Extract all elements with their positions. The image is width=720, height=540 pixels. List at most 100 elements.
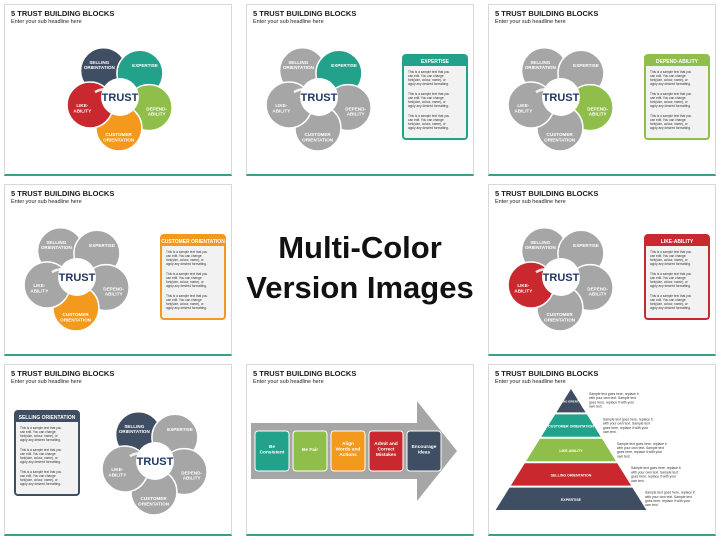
trust-center [136,442,174,480]
slide-subtitle: Enter your sub headline here [495,19,566,25]
pyramid-level [556,389,586,413]
info-panel-header [161,235,225,246]
info-panel-title: SELLING ORIENTATION [19,415,76,421]
petal-label: DEPEND-ABILITY [587,106,608,116]
pyramid-level [510,463,632,486]
slide-thumb-3[interactable]: 5 TRUST BUILDING BLOCKS Enter your sub h… [488,4,716,176]
slide-title: 5 TRUST BUILDING BLOCKS [495,369,599,378]
slide-title: 5 TRUST BUILDING BLOCKS [253,369,357,378]
petal-label: EXPERTISE [132,63,158,68]
petal-label: DEPEND-ABILITY [181,470,202,480]
step-box [292,430,328,472]
petal-label: DEPEND-ABILITY [587,286,608,296]
slide-title: 5 TRUST BUILDING BLOCKS [11,369,115,378]
slide-thumb-8[interactable]: 5 TRUST BUILDING BLOCKS Enter your sub h… [246,364,474,536]
petal-label: LIKE-ABILITY [514,283,532,293]
caption-line-1: Multi-Color [278,230,442,265]
slide-thumb-4[interactable]: 5 TRUST BUILDING BLOCKS Enter your sub h… [4,184,232,356]
trust-center [101,78,139,116]
caption-line-2: Version Images [246,270,474,305]
info-panel-header [645,235,709,246]
trust-center [58,258,96,296]
petal-label: EXPERTISE [331,63,357,68]
slide-subtitle: Enter your sub headline here [495,199,566,205]
slide-subtitle: Enter your sub headline here [11,379,82,385]
petal-label: LIKE-ABILITY [272,103,290,113]
info-panel-title: DEPEND-ABILITY [656,59,699,65]
petal-label: LIKE-ABILITY [108,467,126,477]
slide-title: 5 TRUST BUILDING BLOCKS [253,9,357,18]
trust-center [542,258,580,296]
trust-center [542,78,580,116]
step-label: Be Fair [302,447,318,453]
petal-label: EXPERTISE [89,243,115,248]
info-panel-header [403,55,467,66]
petal-label: LIKE-ABILITY [30,283,48,293]
slide-subtitle: Enter your sub headline here [495,379,566,385]
pyramid-level-label: CUSTOMER ORIENTATION [548,425,594,429]
pyramid-level [495,487,647,510]
trust-label: TRUST [301,92,338,104]
slide-thumb-6[interactable]: 5 TRUST BUILDING BLOCKS Enter your sub h… [488,184,716,356]
trust-label: TRUST [137,456,174,468]
trust-center [300,78,338,116]
slide-subtitle: Enter your sub headline here [11,199,82,205]
pyramid-level [541,414,601,437]
step-box [330,430,366,472]
slide-thumb-2[interactable]: 5 TRUST BUILDING BLOCKS Enter your sub h… [246,4,474,176]
step-box [406,430,442,472]
petal-label: EXPERTISE [167,427,193,432]
slide-thumb-9[interactable]: 5 TRUST BUILDING BLOCKS Enter your sub h… [488,364,716,536]
slide-thumb-1[interactable]: 5 TRUST BUILDING BLOCKS Enter your sub h… [4,4,232,176]
trust-label: TRUST [102,92,139,104]
slide-title: 5 TRUST BUILDING BLOCKS [495,189,599,198]
petal-label: EXPERTISE [573,243,599,248]
pyramid-level-label: SELLING ORIENTATION [551,473,592,477]
slide-thumb-7[interactable]: 5 TRUST BUILDING BLOCKS Enter your sub h… [4,364,232,536]
slide-subtitle: Enter your sub headline here [253,19,324,25]
petal-label: EXPERTISE [573,63,599,68]
pyramid-level-label: SELLING ORIENTATION [555,400,587,404]
info-panel-header [645,55,709,66]
slide-title: 5 TRUST BUILDING BLOCKS [11,9,115,18]
pyramid-level [526,438,616,462]
petal-label: DEPEND-ABILITY [345,106,366,116]
